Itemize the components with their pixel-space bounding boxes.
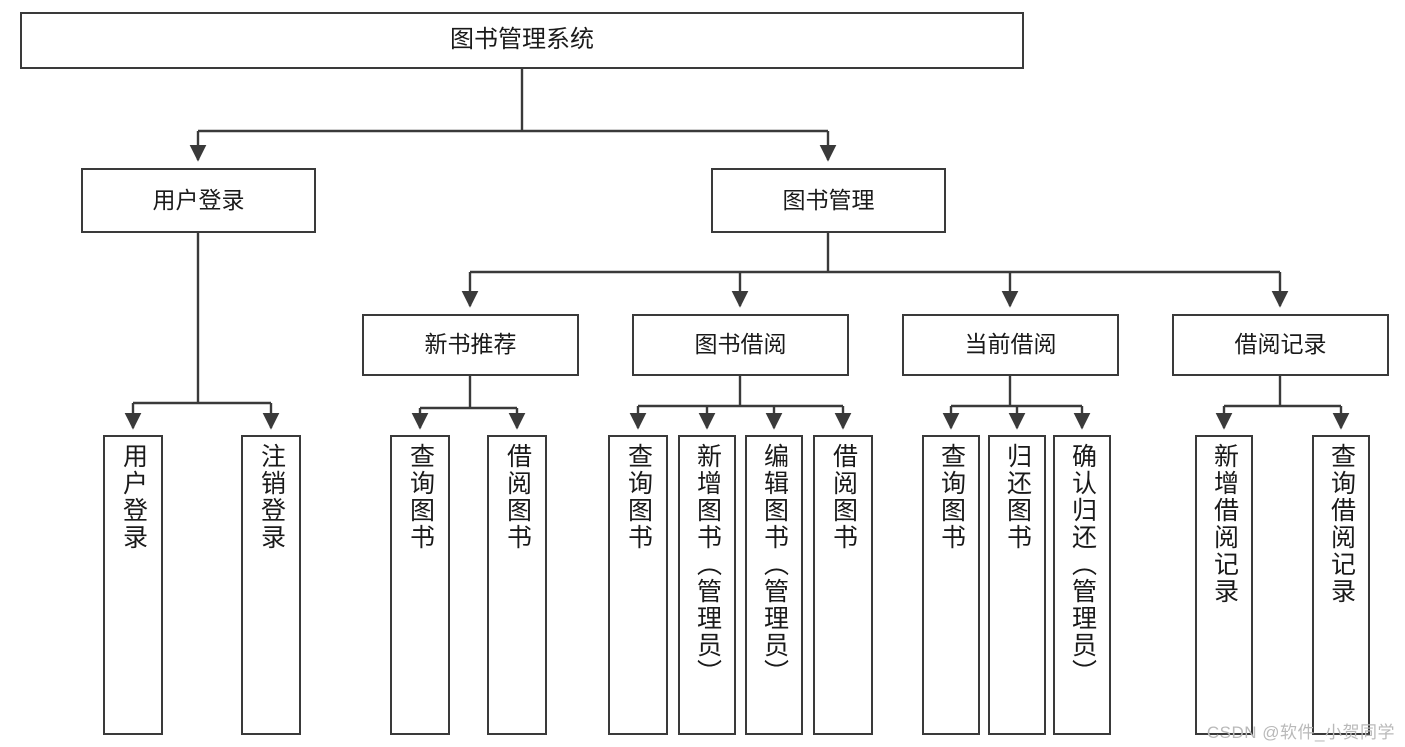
node-borrow-record-label: 借阅记录 [1234, 331, 1327, 358]
leaf-query-book-3-label: 查询图书 [937, 443, 966, 551]
node-root[interactable]: 图书管理系统 [20, 12, 1024, 69]
leaf-borrow-book-2-label: 借阅图书 [829, 443, 858, 551]
node-user-login[interactable]: 用户登录 [81, 168, 316, 233]
edge-bookborrow-to-leaves [629, 376, 852, 430]
edge-newbook-to-leaves [411, 376, 526, 430]
leaf-confirm-return-label: 确认归还（管理员） [1068, 443, 1097, 686]
leaf-add-borrow-record-label: 新增借阅记录 [1210, 443, 1239, 605]
edge-borrowrecord-to-leaves [1215, 376, 1350, 430]
leaf-query-book-1-label: 查询图书 [406, 443, 435, 551]
edge-bookmanage-to-level3 [461, 233, 1289, 308]
leaf-query-book-2-label: 查询图书 [624, 443, 653, 551]
leaf-borrow-book-1[interactable]: 借阅图书 [487, 435, 547, 735]
leaf-query-book-1[interactable]: 查询图书 [390, 435, 450, 735]
node-new-book-recommend-label: 新书推荐 [424, 331, 517, 358]
leaf-borrow-book-1-label: 借阅图书 [503, 443, 532, 551]
leaf-logout-label: 注销登录 [257, 443, 286, 551]
edge-currentborrow-to-leaves [942, 376, 1091, 430]
node-user-login-label: 用户登录 [152, 186, 245, 213]
leaf-user-login-label: 用户登录 [119, 443, 148, 551]
leaf-add-book-label: 新增图书（管理员） [693, 443, 722, 686]
node-current-borrow-label: 当前借阅 [964, 331, 1057, 358]
leaf-confirm-return[interactable]: 确认归还（管理员） [1053, 435, 1111, 735]
leaf-query-book-3[interactable]: 查询图书 [922, 435, 980, 735]
node-borrow-record[interactable]: 借阅记录 [1172, 314, 1389, 376]
node-current-borrow[interactable]: 当前借阅 [902, 314, 1119, 376]
csdn-watermark: CSDN @软件_小贺同学 [1206, 723, 1395, 742]
leaf-query-borrow-record-label: 查询借阅记录 [1327, 443, 1356, 605]
node-book-manage-label: 图书管理 [782, 186, 875, 213]
leaf-query-borrow-record[interactable]: 查询借阅记录 [1312, 435, 1370, 735]
leaf-borrow-book-2[interactable]: 借阅图书 [813, 435, 873, 735]
node-root-label: 图书管理系统 [450, 26, 594, 54]
leaf-edit-book-label: 编辑图书（管理员） [760, 443, 789, 686]
edge-userlogin-to-leaves [124, 233, 280, 430]
leaf-user-login[interactable]: 用户登录 [103, 435, 163, 735]
node-book-borrow-label: 图书借阅 [694, 331, 787, 358]
leaf-return-book[interactable]: 归还图书 [988, 435, 1046, 735]
leaf-logout[interactable]: 注销登录 [241, 435, 301, 735]
leaf-query-book-2[interactable]: 查询图书 [608, 435, 668, 735]
leaf-add-borrow-record[interactable]: 新增借阅记录 [1195, 435, 1253, 735]
leaf-edit-book[interactable]: 编辑图书（管理员） [745, 435, 803, 735]
node-book-manage[interactable]: 图书管理 [711, 168, 946, 233]
leaf-return-book-label: 归还图书 [1003, 443, 1032, 551]
edge-root-to-level2 [189, 69, 837, 162]
node-new-book-recommend[interactable]: 新书推荐 [362, 314, 579, 376]
node-book-borrow[interactable]: 图书借阅 [632, 314, 849, 376]
leaf-add-book[interactable]: 新增图书（管理员） [678, 435, 736, 735]
